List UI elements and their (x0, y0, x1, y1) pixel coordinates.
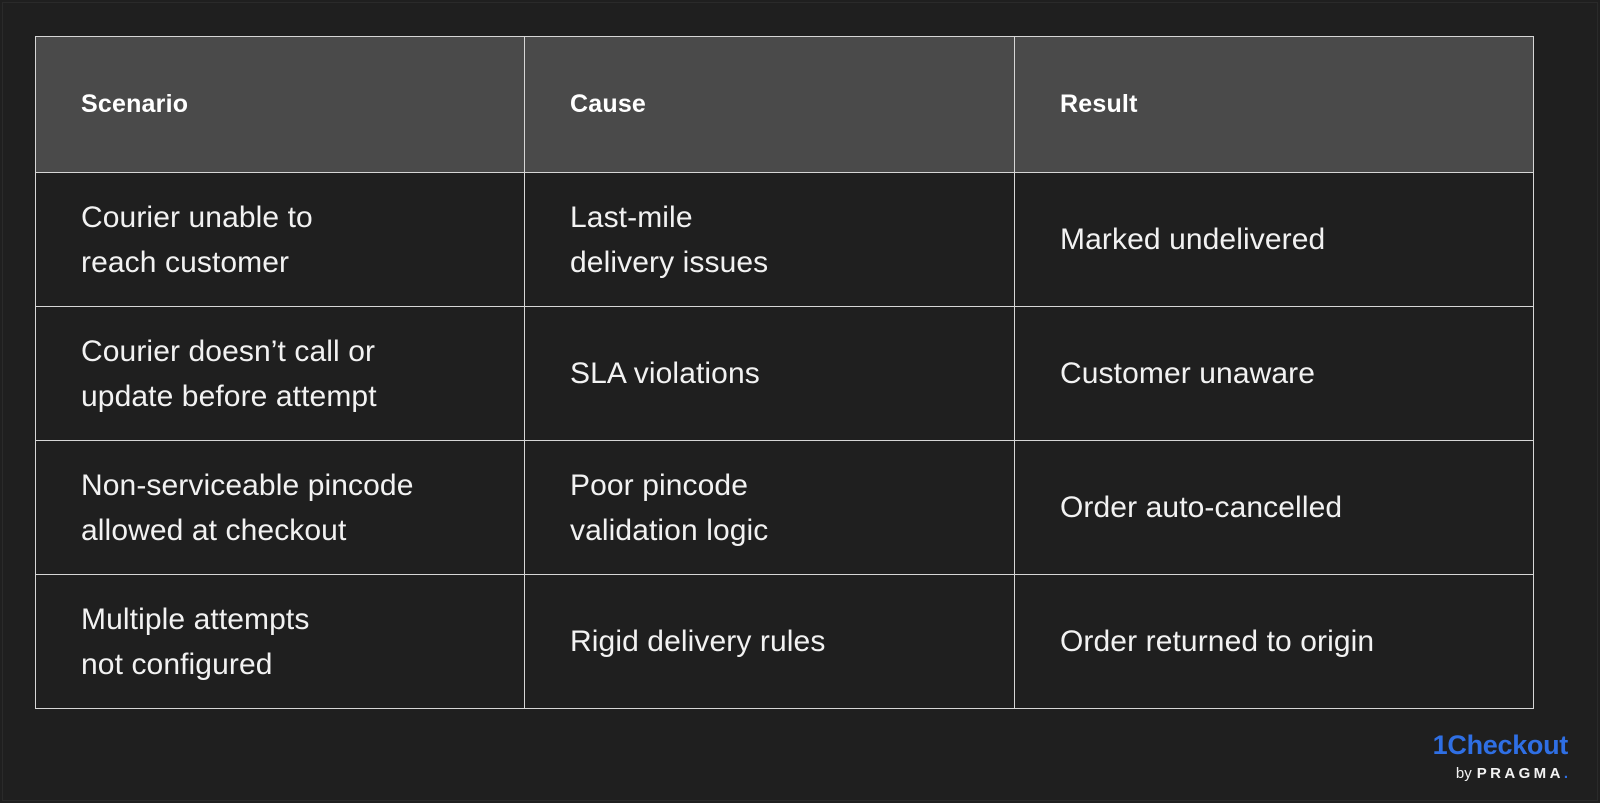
column-header-scenario: Scenario (35, 36, 525, 173)
cell-scenario-line-1: Courier unable to (81, 200, 313, 234)
cell-cause-line-1: Last-mile (570, 200, 693, 234)
cell-cause: Poor pincode validation logic (524, 440, 1015, 575)
cell-result: Order returned to origin (1014, 574, 1534, 709)
brand-byline-by: by (1455, 765, 1472, 782)
column-header-cause: Cause (524, 36, 1015, 173)
table-row: Multiple attempts not configured Rigid d… (35, 574, 1534, 709)
cell-scenario: Courier unable to reach customer (35, 172, 525, 307)
cell-cause: Rigid delivery rules (524, 574, 1015, 709)
cell-cause: SLA violations (524, 306, 1015, 441)
cell-result-line-1: Order returned to origin (1060, 625, 1375, 658)
cell-scenario-line-1: Courier doesn’t call or (81, 334, 376, 368)
cell-result-line-1: Customer unaware (1060, 357, 1316, 390)
cell-cause-line-2: delivery issues (570, 245, 769, 279)
cell-scenario-line-2: reach customer (81, 245, 290, 279)
table-row: Non-serviceable pincode allowed at check… (35, 440, 1534, 575)
cell-scenario-line-2: allowed at checkout (81, 513, 347, 547)
table-row: Courier unable to reach customer Last-mi… (35, 172, 1534, 307)
cell-result: Order auto-cancelled (1014, 440, 1534, 575)
cell-scenario: Courier doesn’t call or update before at… (35, 306, 525, 441)
brand-name: 1Checkout (1432, 730, 1569, 760)
table-body: Courier unable to reach customer Last-mi… (35, 172, 1534, 709)
cell-scenario-line-2: update before attempt (81, 379, 377, 413)
cell-cause-line-1: Rigid delivery rules (570, 625, 826, 658)
brand-accent-dot: . (1563, 765, 1568, 782)
cell-cause-line-2: validation logic (570, 513, 769, 547)
brand-parent-name: PRAGMA (1476, 765, 1564, 782)
column-header-result: Result (1014, 36, 1534, 173)
cell-cause: Last-mile delivery issues (524, 172, 1015, 307)
cell-scenario: Multiple attempts not configured (35, 574, 525, 709)
cell-scenario-line-1: Non-serviceable pincode (81, 468, 414, 502)
table-row: Courier doesn’t call or update before at… (35, 306, 1534, 441)
scenario-cause-result-table-wrapper: Scenario Cause Result Courier unable to … (35, 36, 1534, 709)
cell-cause-line-1: SLA violations (570, 357, 760, 390)
cell-result: Customer unaware (1014, 306, 1534, 441)
cell-result-line-1: Marked undelivered (1060, 223, 1326, 256)
cell-result-line-1: Order auto-cancelled (1060, 491, 1343, 524)
table-header-row: Scenario Cause Result (35, 36, 1534, 173)
table-header: Scenario Cause Result (35, 36, 1534, 173)
cell-scenario-line-2: not configured (81, 647, 273, 681)
cell-cause-line-1: Poor pincode (570, 468, 748, 502)
cell-result: Marked undelivered (1014, 172, 1534, 307)
scenario-cause-result-table: Scenario Cause Result Courier unable to … (35, 36, 1534, 709)
cell-scenario: Non-serviceable pincode allowed at check… (35, 440, 525, 575)
cell-scenario-line-1: Multiple attempts (81, 602, 310, 636)
